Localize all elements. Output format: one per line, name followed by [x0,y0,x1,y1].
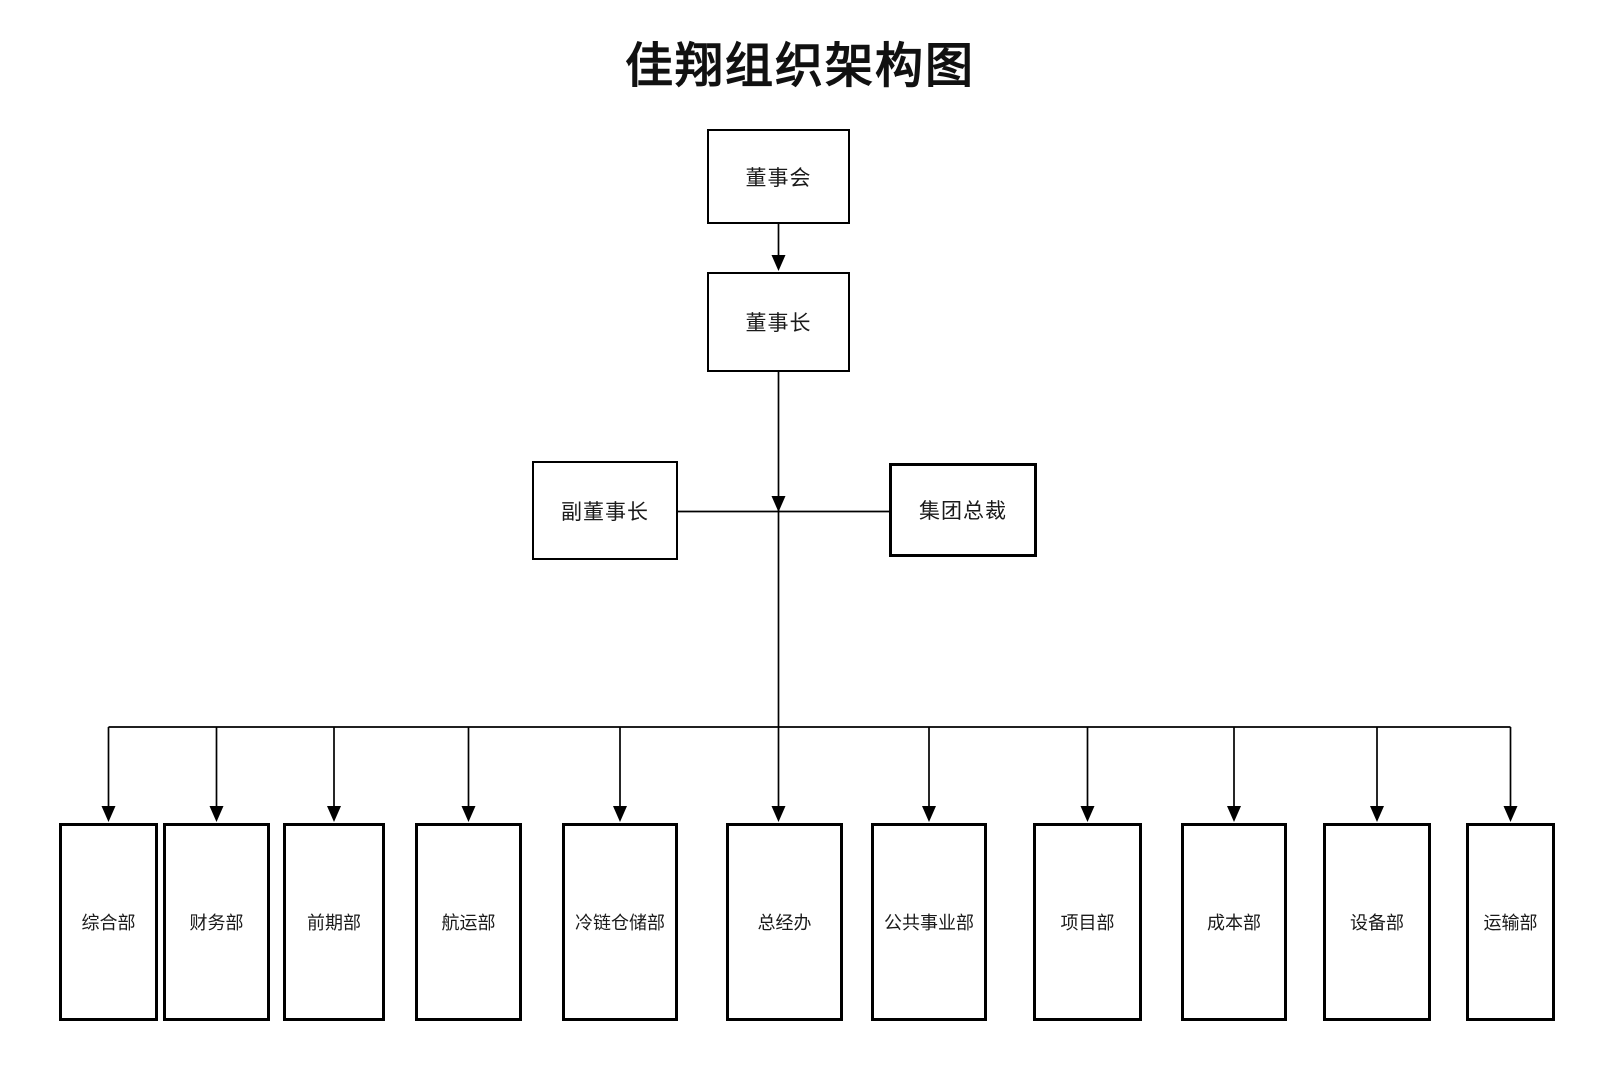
chairman-to-junction-arrow [678,372,889,727]
dept-box-cold-chain-warehousing: 冷链仓储部 [562,823,678,1021]
node-vice-chairman: 副董事长 [532,461,678,560]
dept-box-cost: 成本部 [1181,823,1287,1021]
node-group-president: 集团总裁 [889,463,1037,557]
dept-box-shipping: 航运部 [415,823,522,1021]
dept-box-public-utilities: 公共事业部 [871,823,987,1021]
department-arrows [101,727,1518,822]
dept-box-preliminary: 前期部 [283,823,385,1021]
dept-box-equipment: 设备部 [1323,823,1431,1021]
dept-box-general-affairs: 综合部 [59,823,158,1021]
dept-box-project: 项目部 [1033,823,1142,1021]
board-to-chairman-arrow [771,224,786,271]
node-board-of-directors: 董事会 [707,129,850,224]
chart-title: 佳翔组织架构图 [624,40,975,93]
dept-box-gm-office: 总经办 [726,823,843,1021]
node-chairman: 董事长 [707,272,850,372]
dept-box-transportation: 运输部 [1466,823,1555,1021]
dept-box-finance: 财务部 [163,823,270,1021]
